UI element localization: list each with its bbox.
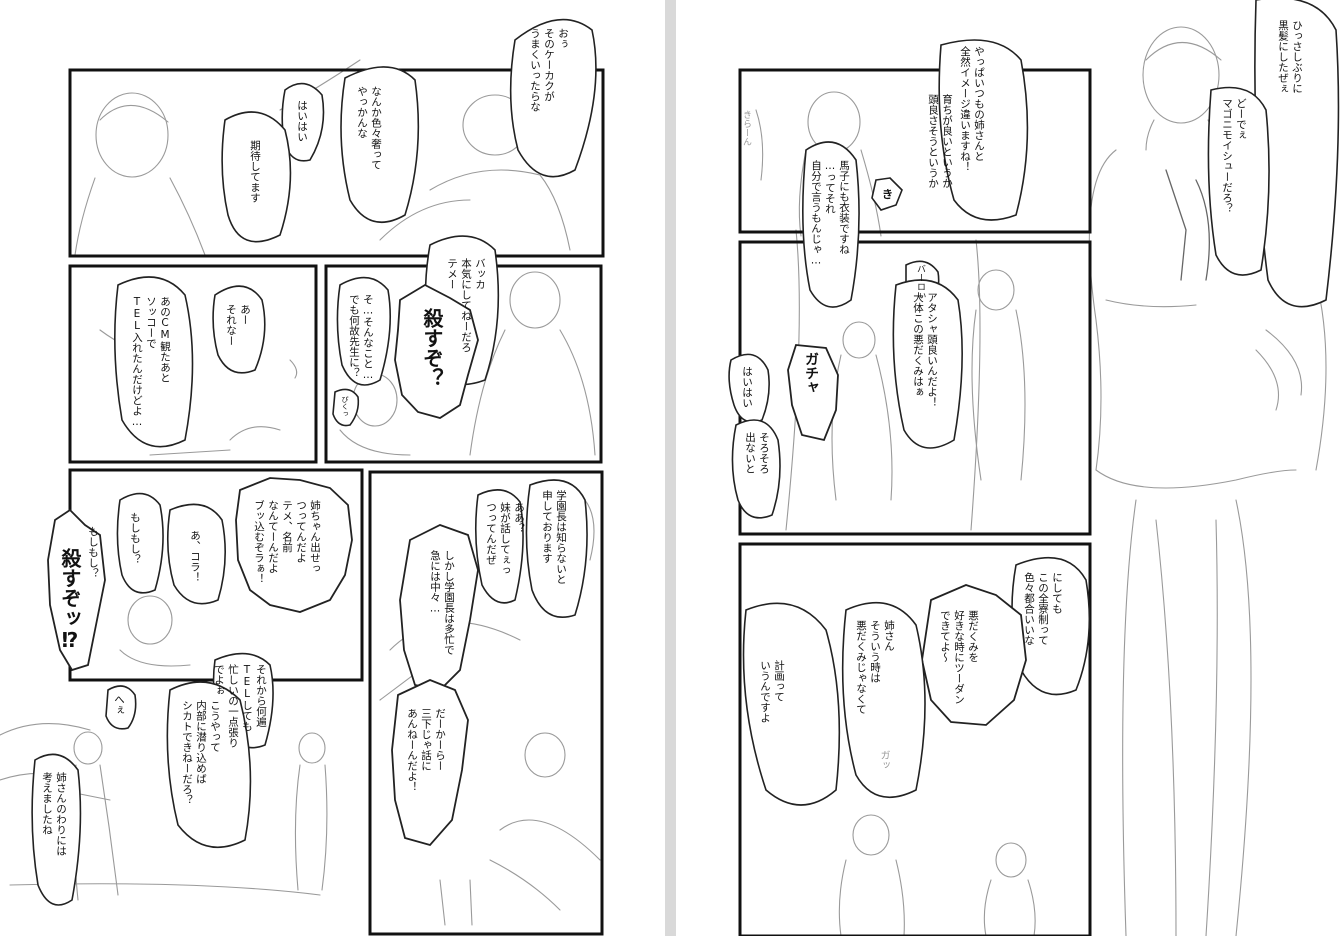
- left-page: おぅ そのケーカクが うまくいったらな なんか色々奢って やっかんな はいはい …: [0, 0, 665, 936]
- bubble-text-sodachi: 育ちが良いというか 頭良さそうというか: [927, 94, 953, 189]
- shout-korosu: 殺すぞ？: [420, 308, 444, 388]
- sfx-gacha: ガチャ: [803, 352, 819, 394]
- right-bubbles: [728, 0, 1340, 806]
- sfx-ki-mark: き: [882, 188, 893, 201]
- right-sketch-figures: [755, 26, 1327, 936]
- bubble-text-nanka: なんか色々奢って やっかんな: [356, 86, 382, 170]
- bubble-text-nishitemo: にしても この全寮制って 色々都合いいな: [1023, 572, 1063, 646]
- bubble-text-gakuencho: 学園長は知らないと 申しております: [541, 490, 567, 585]
- bubble-text-aa2: ああ？ 妹が話してぇっ つってんだぜ: [485, 502, 525, 576]
- bubble-text-bakka: バッカ 本気にしてねーだろ テメー: [446, 258, 486, 353]
- panel-l1: [68, 68, 605, 258]
- bubble-text-aa: あー それなー: [225, 304, 251, 346]
- bubble-text-haihai-right: はいはい: [741, 366, 753, 408]
- bubble-text-sorekara: それから何遍 TELしても 忙しいの一点張り でよぉ: [213, 664, 267, 748]
- page-gutter: [665, 0, 676, 936]
- sfx-piku: ぴくっ: [341, 396, 349, 417]
- sfx-faint-kiran: きらーん: [741, 110, 751, 146]
- left-page-artwork: [0, 18, 605, 936]
- right-page-artwork: [728, 0, 1340, 936]
- shout-korosu-zo: 殺すぞッ⁉: [58, 548, 82, 652]
- bubble-text-tel: あのCM観たあと ソッコーで TEL入れたんだけどよ…: [131, 296, 171, 428]
- right-panel-borders: [738, 68, 1092, 936]
- panel-l2a: [68, 264, 318, 464]
- bubble-text-moshi2: もしもし？: [129, 512, 141, 565]
- bubble-text-anesan: 姉さんのわりには 考えましたね: [41, 772, 67, 856]
- left-bg-lines: [149, 359, 298, 456]
- bubble-text-sorosoro: そろそろ 出ないと: [744, 432, 770, 474]
- bubble-text-yappari: やっぱいつもの姉さんと 全然イメージ違いますね！: [959, 46, 985, 172]
- bubble-text-mago: 馬子にも衣装ですね …ってそれ 自分で言うもんじゃ…: [810, 160, 850, 267]
- bubble-text-haihai: はいはい: [296, 100, 308, 142]
- sfx-faint-ga: ガッ: [878, 750, 889, 770]
- bubble-text-baro: バーロぃ: [915, 264, 925, 300]
- left-panel-borders: [68, 68, 605, 936]
- bubble-text-dakara: だーかーらー 三下じゃ話に あんねーんだよ！: [406, 708, 446, 792]
- left-bubbles: [31, 18, 597, 906]
- bubble-text-ou: おぅ そのケーカクが うまくいったらな: [529, 28, 569, 112]
- left-sketch-figures: [0, 59, 601, 926]
- bubble-text-keikaku: 計画って いうんですよ: [759, 660, 785, 723]
- bubble-text-ane-right: 姉さん そういう時は 悪だくみじゃなくて: [855, 620, 895, 715]
- bubble-text-so: そ…そんなこと… でも何故先生に？: [348, 294, 374, 381]
- bubble-text-shikashi: しかし学園長は多忙で 急には中々…: [429, 550, 455, 655]
- bubble-text-kouyatte: こうやって 内部に潜り込めば シカトできねーだろ？: [181, 700, 221, 805]
- right-page: き やっぱいつもの姉さんと 全然イメージ違いますね！ 育ちが良いというか 頭良さ…: [676, 0, 1341, 936]
- bubble-text-moshi1: もしもし？: [87, 526, 99, 579]
- panel-r1: [738, 68, 1092, 234]
- bubble-text-hissashiburi: ひっさしぶりに 黒髪にしたぜぇ: [1277, 20, 1303, 94]
- bubble-text-atasha: アタシャ頭良いんだよ！ 大体この悪だくみはぁ: [912, 292, 938, 408]
- bubble-text-kitai: 期待してます: [249, 140, 261, 203]
- panel-l3b: [368, 470, 604, 936]
- bubble-text-he: へぇ: [113, 694, 125, 715]
- bubble-text-doude: どーでぇ マゴニモイシューだろ？: [1221, 98, 1247, 214]
- bubble-text-ane: 姉ちゃん出せっ つってんだよ テメ、名前 なんてーんだよ ブッ込むぞラぁ！: [253, 500, 321, 584]
- bubble-text-warudakumi: 悪だくみを 好きな時にツーダン できてよ〜: [939, 610, 979, 705]
- bubble-text-kora: あ、コラ！: [189, 530, 201, 583]
- panel-r3: [738, 542, 1092, 936]
